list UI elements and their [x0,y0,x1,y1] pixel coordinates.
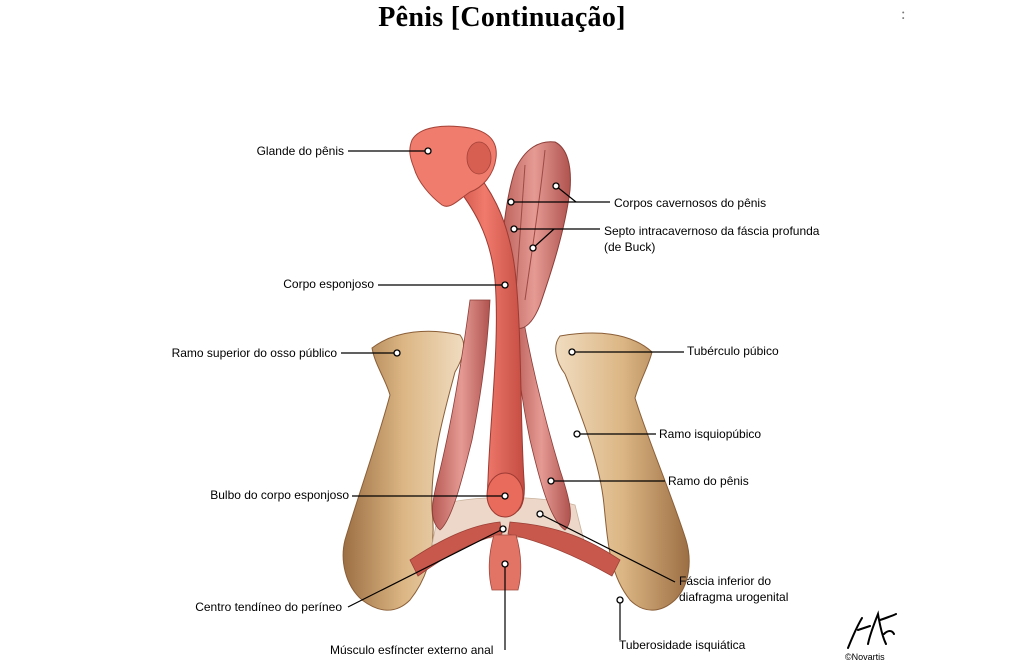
label-corpo-esponjoso: Corpo esponjoso [283,277,374,291]
pubic-bone-right [555,332,690,611]
crus-left [432,299,491,531]
perineal-muscle-right [507,521,621,577]
perineal-muscle-left [409,521,503,577]
label-musculo-esfincter: Músculo esfíncter externo anal [330,643,494,657]
label-ramo-superior: Ramo superior do osso público [171,346,337,360]
label-tuberosidade: Tuberosidade isquiática [619,638,746,652]
label-tuberculo: Tubérculo púbico [687,344,779,358]
label-corpos-cavernosos: Corpos cavernosos do pênis [614,196,767,210]
artist-signature [847,610,897,649]
label-ramo-isquiopubico: Ramo isquiopúbico [659,427,762,441]
label-ramo-penis: Ramo do pênis [668,474,749,488]
corner-mark: : [901,6,906,23]
label-bulbo: Bulbo do corpo esponjoso [210,488,349,502]
label-glande: Glande do pênis [256,144,344,158]
label-centro-tendineo: Centro tendíneo do períneo [195,600,342,614]
label-septo-line2: (de Buck) [604,240,656,254]
copyright: ©Novartis [845,652,885,662]
leader-dots [393,147,624,604]
page-title: Pênis [Continuação] [378,2,626,33]
label-septo-line1: Septo intracavernoso da fáscia profunda [604,224,820,238]
label-fascia-line1: Fáscia inferior do [679,574,772,588]
label-fascia-line2: diafragma urogenital [679,590,789,604]
leader-lines [341,150,684,650]
